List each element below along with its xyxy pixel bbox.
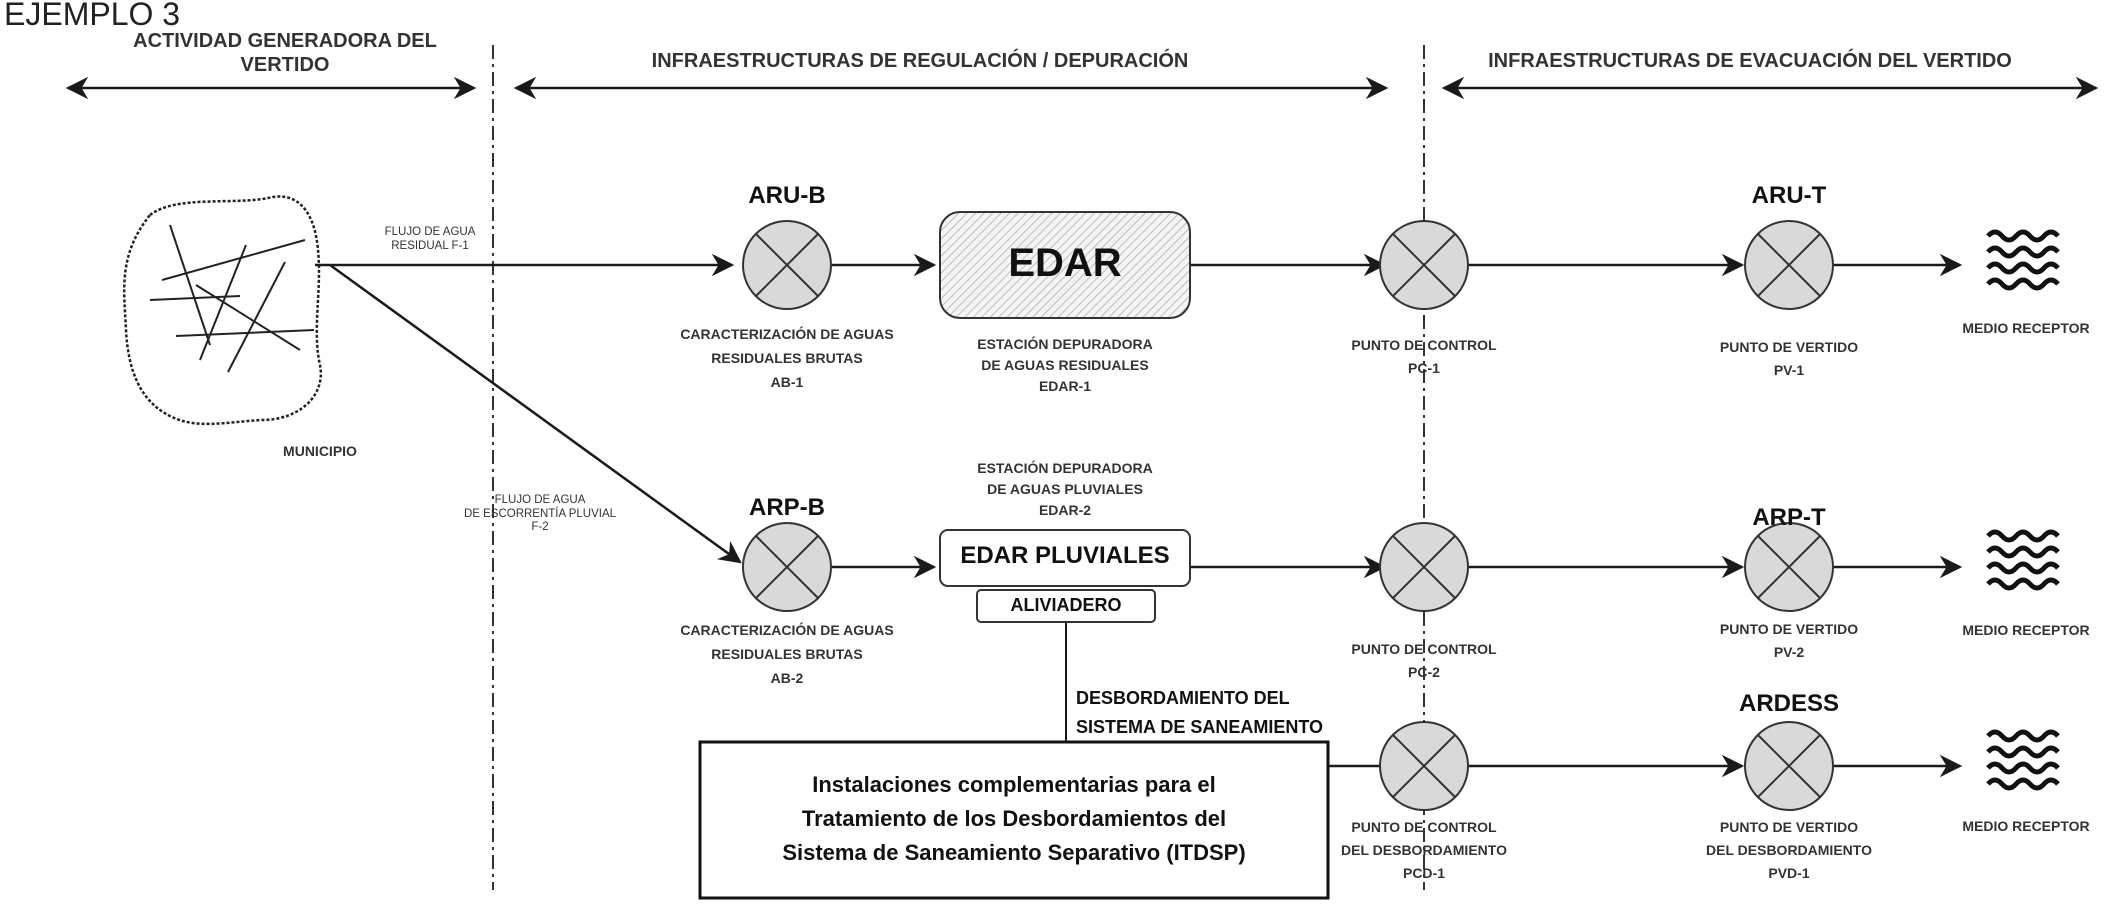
municipio-label: MUNICIPIO: [283, 443, 357, 459]
valve-arp-b: [742, 522, 832, 612]
receptor-waves-icon-1: [1988, 232, 2058, 288]
flow-f2-line3: F-2: [531, 521, 549, 534]
flow-f2-line2: DE ESCORRENTÍA PLUVIAL: [463, 507, 617, 520]
flow-f1-line2: RESIDUAL F-1: [391, 239, 469, 252]
row2-plant-label-line1: ESTACIÓN DEPURADORA: [977, 460, 1153, 476]
row1-plant-label: ESTACIÓN DEPURADORA DE AGUAS RESIDUALES …: [920, 334, 1210, 397]
row1-discharge-label: PUNTO DE VERTIDO PV-1: [1689, 336, 1889, 382]
valve-arp-t: [1744, 522, 1834, 612]
row2-discharge-label-line1: PUNTO DE VERTIDO: [1719, 621, 1859, 637]
aliviadero-box: [976, 589, 1156, 623]
itdsp-box-label: Instalaciones complementarias para el Tr…: [700, 768, 1328, 870]
row1-control-label-line2: PC-1: [1408, 360, 1440, 376]
aliviadero-box-label: ALIVIADERO: [1010, 595, 1122, 615]
flow-f1-label: FLUJO DE AGUA RESIDUAL F-1: [355, 226, 505, 253]
municipio-shape: [122, 195, 323, 426]
row1-plant-label-line1: ESTACIÓN DEPURADORA: [977, 336, 1153, 352]
row3-discharge-label: PUNTO DE VERTIDO DEL DESBORDAMIENTO PVD-…: [1674, 816, 1904, 885]
row3-discharge-label-line1: PUNTO DE VERTIDO: [1719, 819, 1859, 835]
receptor-waves-icon-3: [1988, 732, 2058, 788]
itdsp-box: [698, 740, 1330, 900]
section-header-activity: ACTIVIDAD GENERADORA DEL VERTIDO: [110, 30, 460, 77]
row2-control-label-line1: PUNTO DE CONTROL: [1351, 641, 1497, 657]
row2-plant-label-line2: DE AGUAS PLUVIALES: [987, 481, 1143, 497]
row3-control-label-line1: PUNTO DE CONTROL: [1351, 819, 1497, 835]
row2-plant-label-line3: EDAR-2: [1038, 502, 1092, 518]
overflow-note-line1: DESBORDAMIENTO DEL: [1076, 688, 1290, 708]
row1-discharge-label-line2: PV-1: [1773, 362, 1805, 378]
section-header-activity-line2: VERTIDO: [240, 53, 330, 76]
edar-box-label: EDAR: [1008, 241, 1122, 285]
itdsp-box-line3: Sistema de Saneamiento Separativo (ITDSP…: [782, 840, 1246, 865]
overflow-note: DESBORDAMIENTO DEL SISTEMA DE SANEAMIENT…: [1076, 684, 1376, 742]
row1-char-code: ARU-B: [748, 182, 826, 209]
valve-pc-2: [1379, 522, 1469, 612]
row1-plant-label-line2: DE AGUAS RESIDUALES: [981, 357, 1149, 373]
valve-aru-b: [742, 220, 832, 310]
row3-discharge-code: ARDESS: [1738, 690, 1840, 717]
row2-char-label-line1: CARACTERIZACIÓN DE AGUAS: [680, 622, 894, 638]
edar-pluviales-box: [939, 529, 1191, 587]
receptor-waves-icon-2: [1988, 532, 2058, 588]
section-header-regulation: INFRAESTRUCTURAS DE REGULACIÓN / DEPURAC…: [651, 50, 1189, 72]
row2-flow-in-diagonal: [329, 263, 742, 564]
row3-discharge-label-line3: PVD-1: [1768, 865, 1810, 881]
valve-ardess: [1744, 721, 1834, 811]
row1-char-label-line3: AB-1: [770, 374, 804, 390]
edar-box: [939, 211, 1191, 319]
row3-receptor-label: MEDIO RECEPTOR: [1962, 818, 2090, 834]
page-title: EJEMPLO 3: [4, 0, 181, 32]
row3-discharge-label-line2: DEL DESBORDAMIENTO: [1706, 842, 1872, 858]
row1-control-label: PUNTO DE CONTROL PC-1: [1324, 334, 1524, 380]
row2-control-label: PUNTO DE CONTROL PC-2: [1324, 638, 1524, 684]
itdsp-box-line1: Instalaciones complementarias para el: [812, 772, 1216, 797]
flow-f2-label: FLUJO DE AGUA DE ESCORRENTÍA PLUVIAL F-2: [440, 494, 640, 535]
row2-control-label-line2: PC-2: [1408, 664, 1440, 680]
valve-pcd-1: [1379, 721, 1469, 811]
row1-char-label: CARACTERIZACIÓN DE AGUAS RESIDUALES BRUT…: [642, 322, 932, 394]
edar-pluviales-box-label: EDAR PLUVIALES: [960, 542, 1170, 569]
flow-f2-line1: FLUJO DE AGUA: [494, 494, 586, 506]
row3-control-label-line3: PCD-1: [1402, 865, 1445, 881]
municipio-hatch: [149, 224, 315, 373]
row1-discharge-label-line1: PUNTO DE VERTIDO: [1719, 339, 1859, 355]
row3-control-label-line2: DEL DESBORDAMIENTO: [1341, 842, 1507, 858]
row1-char-label-line1: CARACTERIZACIÓN DE AGUAS: [680, 326, 894, 342]
row2-char-label-line2: RESIDUALES BRUTAS: [711, 646, 863, 662]
row2-plant-label: ESTACIÓN DEPURADORA DE AGUAS PLUVIALES E…: [920, 458, 1210, 521]
row2-char-code: ARP-B: [749, 494, 825, 521]
row1-receptor-label: MEDIO RECEPTOR: [1962, 320, 2090, 336]
valve-aru-t: [1744, 220, 1834, 310]
overflow-note-line2: SISTEMA DE SANEAMIENTO: [1076, 717, 1324, 737]
row1-control-label-line1: PUNTO DE CONTROL: [1351, 337, 1497, 353]
row2-char-label-line3: AB-2: [770, 670, 804, 686]
row1-char-label-line2: RESIDUALES BRUTAS: [711, 350, 863, 366]
row1-plant-label-line3: EDAR-1: [1038, 378, 1092, 394]
flow-f1-line1: FLUJO DE AGUA: [384, 226, 476, 238]
row2-discharge-code: ARP-T: [1752, 504, 1826, 531]
itdsp-box-line2: Tratamiento de los Desbordamientos del: [801, 806, 1227, 831]
row3-control-label: PUNTO DE CONTROL DEL DESBORDAMIENTO PCD-…: [1324, 816, 1524, 885]
row2-receptor-label: MEDIO RECEPTOR: [1962, 622, 2090, 638]
row2-discharge-label: PUNTO DE VERTIDO PV-2: [1689, 618, 1889, 664]
section-header-activity-line1: ACTIVIDAD GENERADORA DEL: [133, 30, 437, 52]
section-header-evacuation: INFRAESTRUCTURAS DE EVACUACIÓN DEL VERTI…: [1488, 50, 2012, 72]
row1-discharge-code: ARU-T: [1751, 182, 1827, 209]
row2-char-label: CARACTERIZACIÓN DE AGUAS RESIDUALES BRUT…: [642, 618, 932, 690]
valve-pc-1: [1379, 220, 1469, 310]
row2-discharge-label-line2: PV-2: [1773, 644, 1805, 660]
